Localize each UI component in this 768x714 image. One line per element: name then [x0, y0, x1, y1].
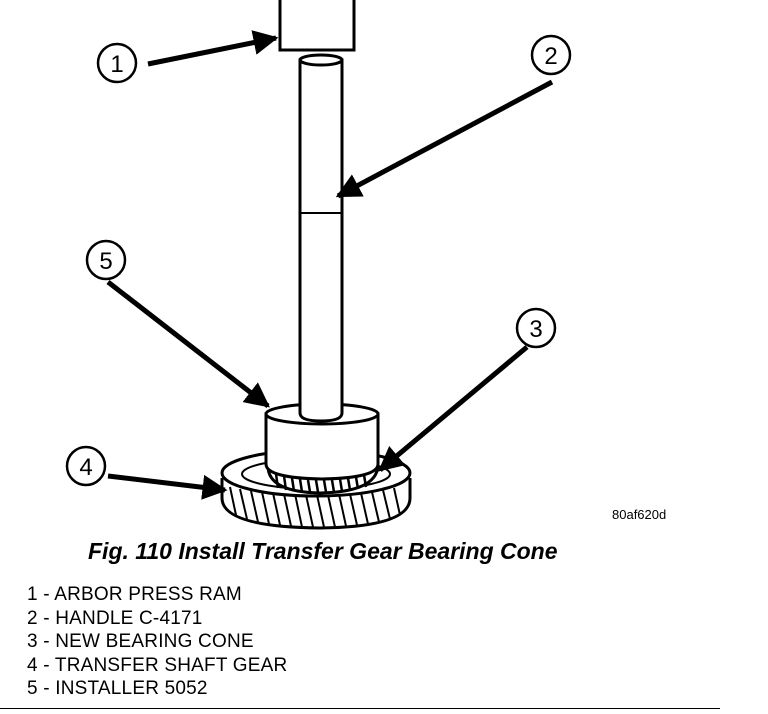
callout-4: 4	[65, 445, 107, 487]
legend-item: 1 - ARBOR PRESS RAM	[27, 584, 242, 605]
svg-text:1: 1	[110, 51, 123, 78]
bearing-install-illustration: 1 2 3 4 5	[65, 0, 572, 530]
callout-5: 5	[85, 239, 127, 281]
callout-arrows	[106, 30, 554, 500]
image-reference-code: 80af620d	[612, 507, 667, 522]
callout-2: 2	[530, 34, 572, 76]
callout-1: 1	[96, 42, 138, 84]
svg-text:5: 5	[99, 248, 112, 275]
legend-item: 4 - TRANSFER SHAFT GEAR	[27, 654, 288, 676]
parts-legend: 1 - ARBOR PRESS RAM 2 - HANDLE C-4171 3 …	[27, 583, 287, 701]
arrow-5	[106, 280, 270, 408]
svg-text:2: 2	[544, 43, 557, 70]
arrow-1	[147, 30, 279, 67]
figure-caption: Fig. 110 Install Transfer Gear Bearing C…	[88, 538, 558, 564]
installer-5052	[264, 402, 380, 481]
handle-c-4171	[298, 53, 344, 423]
arrow-3	[378, 345, 529, 472]
arrow-4	[107, 473, 228, 500]
bottom-divider	[0, 708, 720, 709]
callout-3: 3	[515, 307, 557, 349]
legend-item: 5 - INSTALLER 5052	[27, 678, 208, 699]
svg-text:3: 3	[529, 316, 542, 343]
svg-text:4: 4	[79, 454, 92, 481]
legend-item: 2 - HANDLE C-4171	[27, 607, 203, 629]
arbor-press-ram	[278, 0, 356, 52]
legend-item: 3 - NEW BEARING CONE	[27, 631, 254, 652]
arrow-2	[335, 79, 554, 199]
